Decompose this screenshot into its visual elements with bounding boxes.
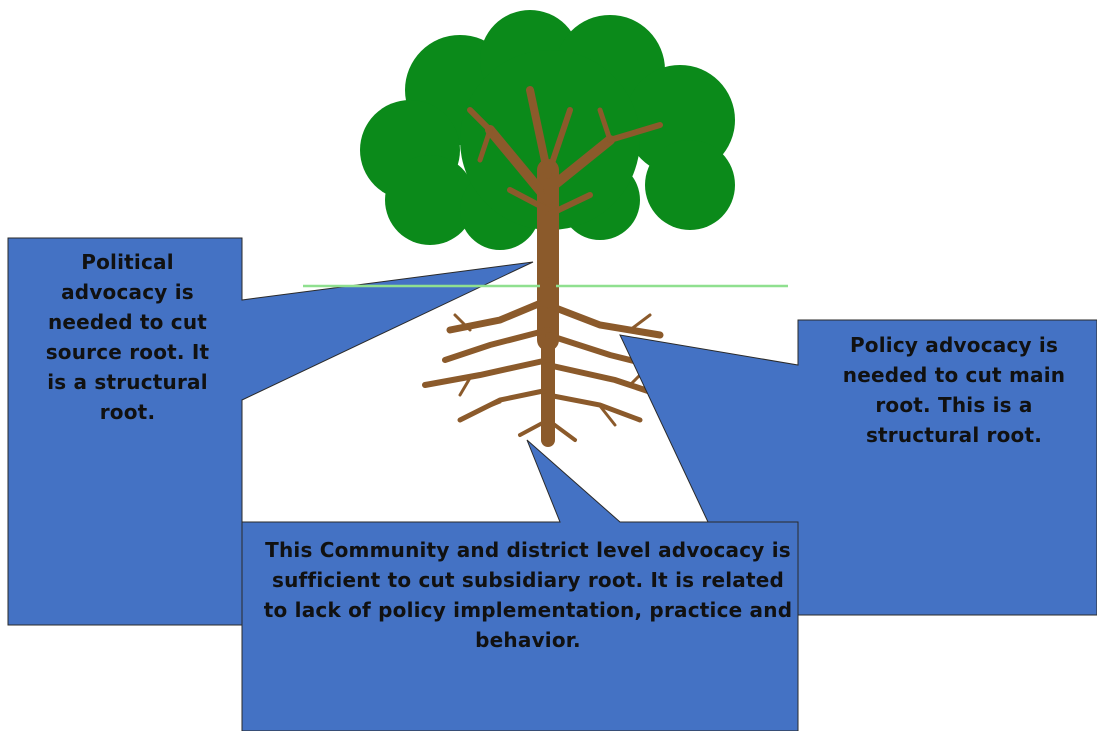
callout-political-shape bbox=[7, 237, 534, 626]
callout-political-text: Political advocacy is needed to cut sour… bbox=[45, 250, 210, 424]
callout-community-text: This Community and district level advoca… bbox=[263, 538, 793, 652]
tree-roots bbox=[422, 283, 664, 447]
callout-community-shape bbox=[241, 439, 799, 731]
callout-policy-text: Policy advocacy is needed to cut main ro… bbox=[842, 333, 1066, 447]
tree-canopy bbox=[360, 10, 735, 250]
